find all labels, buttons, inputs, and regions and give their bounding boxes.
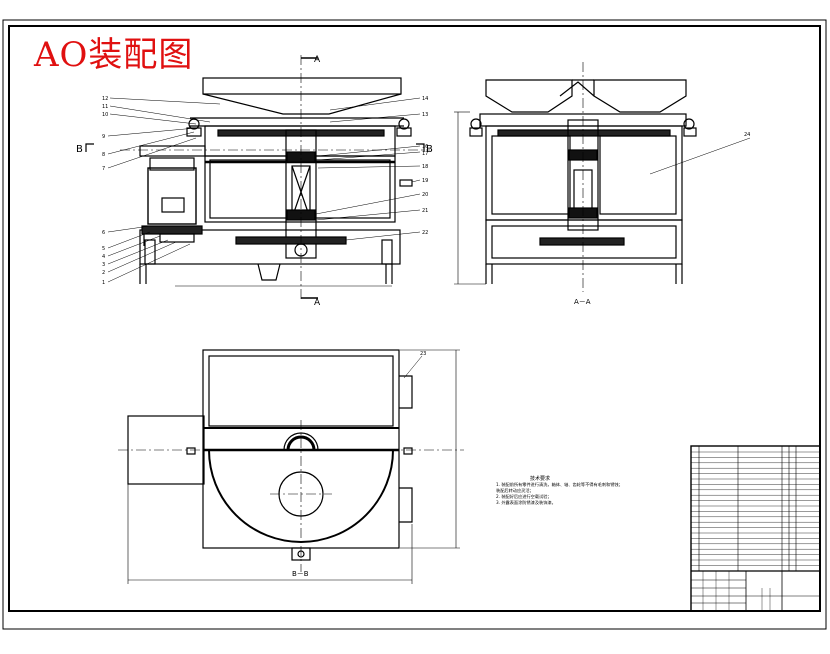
callout-12: 12 [102,96,108,102]
callout-23-leader [403,355,423,379]
callout-leaders-left [107,97,221,283]
drawing-title: AO装配图 [34,35,194,75]
callout-17: 17 [422,151,428,157]
callout-5: 5 [102,246,105,252]
callout-2: 2 [102,270,105,276]
front-view-centerlines [120,55,430,300]
tech-req-item-2: 装配后转动应灵活； [496,487,534,494]
plan-view-dimensions [127,349,460,584]
callout-4: 4 [102,254,105,260]
callout-21: 21 [422,208,428,214]
front-view [139,77,413,287]
callout-18: 18 [422,164,428,170]
parts-list-table [690,445,821,612]
callout-6: 6 [102,230,105,236]
side-view-label: A－A [574,298,591,306]
callout-24: 24 [744,132,750,138]
tech-req-item-1: 1. 装配前所有零件进行清洗，箱体、轴、齿轮等不得有毛刺和锈蚀； [496,481,623,488]
callout-1: 1 [102,280,105,286]
section-b-right-label: B [426,144,433,155]
callout-7: 7 [102,166,105,172]
section-a-markers [301,57,318,299]
technical-requirements: 技术要求 1. 装配前所有零件进行清洗，箱体、轴、齿轮等不得有毛刺和锈蚀； 装配… [496,475,623,506]
callout-14: 14 [422,96,428,102]
plan-view-label: B－B [292,570,309,578]
callout-20: 20 [422,192,428,198]
section-b-right-mark [416,143,425,152]
callout-13: 13 [422,112,428,118]
plan-view-centerlines [118,420,464,572]
callout-8: 8 [102,152,105,158]
tech-req-heading: 技术要求 [530,475,550,482]
callout-11: 11 [102,104,108,110]
callout-10: 10 [102,112,108,118]
section-b-left-label: B [76,144,83,155]
tech-req-item-3: 2. 装配好后应进行空载试验； [496,493,552,500]
section-a-top-label: A [314,55,321,65]
callout-22: 22 [422,230,428,236]
tech-req-item-4: 3. 外露表面涂防锈漆及装饰漆。 [496,499,556,506]
section-b-left-mark [85,143,94,152]
plan-section-view [127,349,413,561]
callout-3: 3 [102,262,105,268]
inner-border [8,25,821,612]
side-view-dimension [454,111,486,285]
callout-9: 9 [102,134,105,140]
callout-23: 23 [420,351,426,357]
outer-border [2,19,827,630]
callout-16: 16 [422,144,428,150]
callout-leaders-right [315,97,421,241]
side-section-view [469,79,697,284]
section-a-bottom-label: A [314,298,321,308]
callout-24-leader [649,137,751,175]
callout-19: 19 [422,178,428,184]
